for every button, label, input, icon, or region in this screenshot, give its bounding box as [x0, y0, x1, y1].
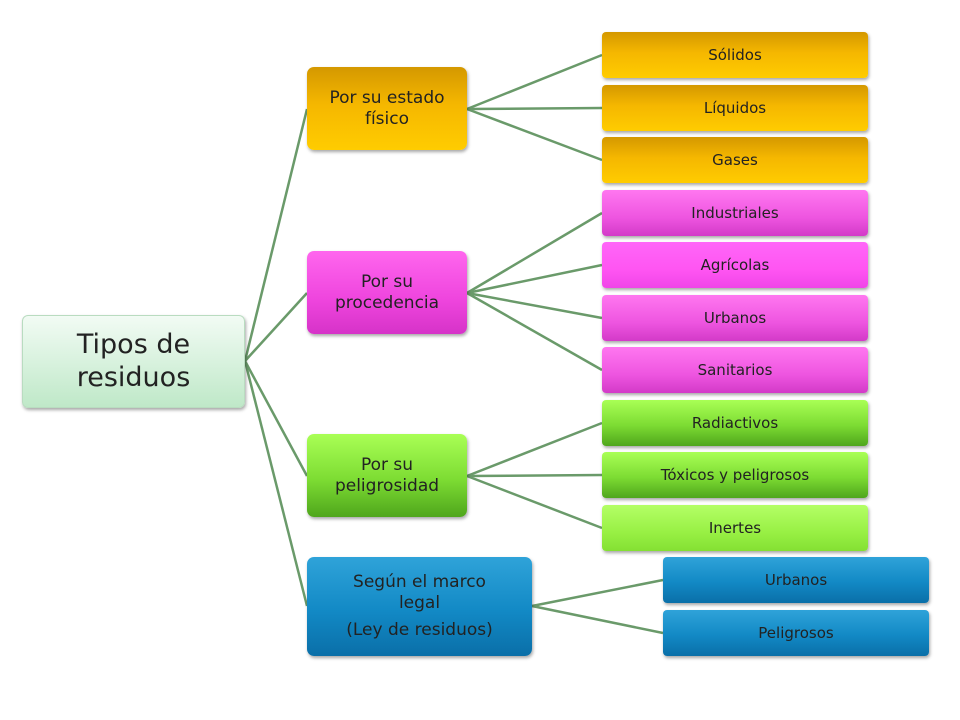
link-procedencia-sanitarios: [466, 291, 603, 372]
category-peligrosidad: Por su peligrosidad: [307, 434, 467, 517]
link-procedencia-urbanos: [466, 291, 603, 320]
link-root-procedencia: [244, 292, 308, 362]
link-estado-solidos: [466, 53, 603, 111]
link-legal-peligrosos: [531, 604, 664, 635]
leaf-urbanos: Urbanos: [602, 295, 868, 341]
link-procedencia-agricolas: [466, 263, 603, 295]
category-label-line1: Por su: [360, 271, 414, 292]
leaf-agricolas: Agrícolas: [602, 242, 868, 288]
leaf-legal-peligrosos: Peligrosos: [663, 610, 929, 656]
category-label-line1: Según el marco: [353, 572, 486, 593]
link-procedencia-industriales: [466, 211, 603, 295]
root-label-line1: Tipos de: [76, 329, 191, 361]
link-estado-gases: [466, 107, 603, 162]
category-label-line1: Por su: [360, 454, 414, 475]
root-node: Tipos de residuos: [22, 315, 245, 408]
category-label-line1: Por su estado: [329, 87, 445, 108]
category-label-line2: peligrosidad: [334, 475, 440, 496]
category-estado-fisico: Por su estado físico: [307, 67, 467, 150]
leaf-liquidos: Líquidos: [602, 85, 868, 131]
link-estado-liquidos: [466, 106, 603, 111]
leaf-gases: Gases: [602, 137, 868, 183]
category-label-line2: procedencia: [334, 292, 440, 313]
leaf-radiactivos: Radiactivos: [602, 400, 868, 446]
category-marco-legal: Según el marco legal (Ley de residuos): [307, 557, 532, 656]
link-peligrosidad-toxicos: [466, 473, 603, 478]
leaf-toxicos-peligrosos: Tóxicos y peligrosos: [602, 452, 868, 498]
link-root-estado: [243, 108, 309, 362]
link-legal-urbanos: [531, 578, 664, 608]
category-procedencia: Por su procedencia: [307, 251, 467, 334]
leaf-sanitarios: Sanitarios: [602, 347, 868, 393]
leaf-solidos: Sólidos: [602, 32, 868, 78]
leaf-legal-urbanos: Urbanos: [663, 557, 929, 603]
link-root-peligrosidad: [243, 360, 309, 477]
category-label-line2: físico: [364, 108, 410, 129]
link-root-legal: [243, 360, 309, 607]
root-label-line2: residuos: [76, 361, 191, 393]
leaf-industriales: Industriales: [602, 190, 868, 236]
category-label-line2: legal: [398, 593, 441, 614]
category-label-line3: (Ley de residuos): [346, 619, 493, 640]
link-peligrosidad-inertes: [466, 474, 603, 530]
leaf-inertes: Inertes: [602, 505, 868, 551]
link-peligrosidad-radiactivos: [466, 421, 603, 478]
